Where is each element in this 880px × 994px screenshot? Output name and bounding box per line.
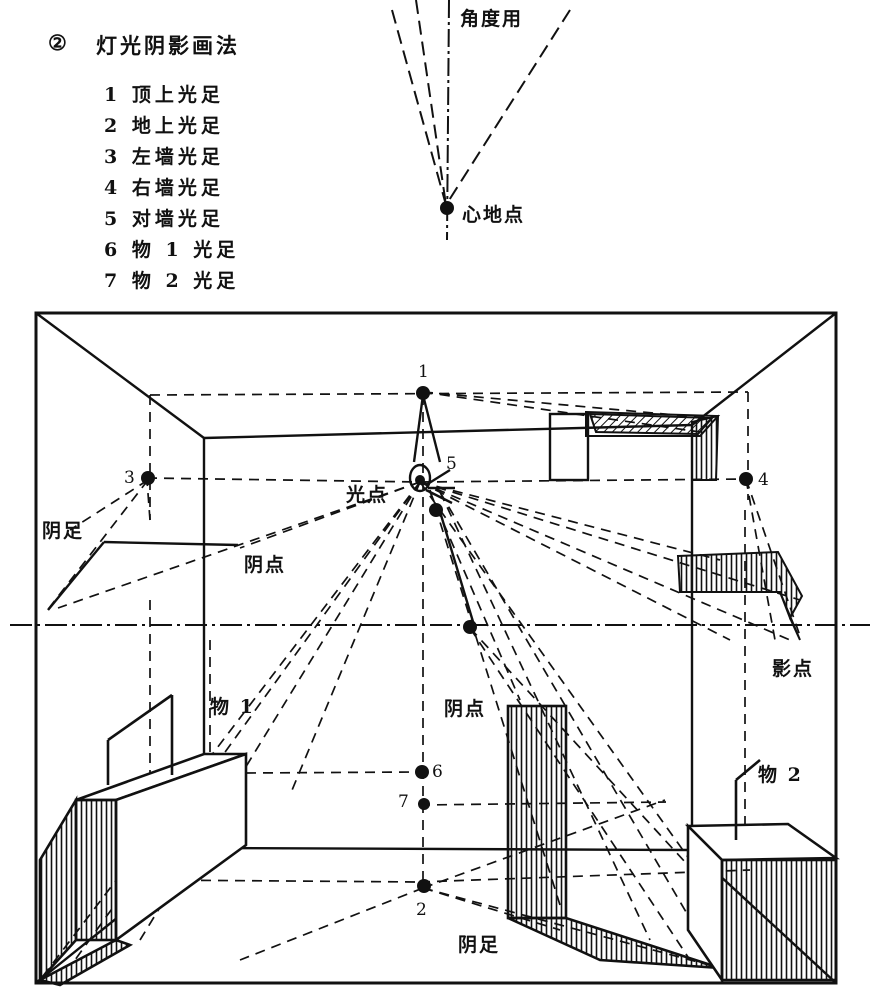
label-object-2: 物 2: [758, 764, 803, 786]
label-shadow-foot-left: 阴足: [42, 520, 85, 542]
label-light-point: 光点: [346, 484, 389, 506]
light-point-marker: [415, 475, 425, 485]
point-4-marker: [739, 472, 753, 486]
legend-item-6: 6 物 1 光足: [104, 239, 240, 261]
label-object-1: 物 1: [210, 696, 255, 718]
label-heart-ground-point: 心地点: [462, 204, 526, 226]
center-pillar: [506, 704, 721, 970]
label-shadow-foot-bottom: 阴足: [458, 934, 501, 956]
object-2-box: [684, 759, 840, 985]
diagram-title: 灯光阴影画法: [96, 33, 240, 58]
heart-ground-point-marker: [440, 201, 454, 215]
point-label-3: 3: [124, 468, 135, 488]
point-label-7: 7: [398, 792, 409, 812]
key-points: [141, 386, 753, 893]
legend: 1 顶上光足 2 地上光足 3 左墙光足 4 右墙光足 5 对墙光足 6 物 1…: [104, 80, 239, 297]
point-5-marker: [429, 503, 443, 517]
wall-cast-shadow: [676, 550, 804, 641]
legend-item-2: 2 地上光足: [104, 115, 224, 137]
label-angle-use: 角度用: [460, 8, 524, 30]
object-1-box: [36, 693, 248, 987]
point-label-1: 1: [418, 362, 429, 382]
point-label-2: 2: [416, 900, 427, 920]
legend-item-1: 1 顶上光足: [104, 84, 224, 106]
point-label-5: 5: [446, 454, 457, 474]
point-label-6: 6: [432, 762, 443, 782]
label-shadow-point-left: 阴点: [244, 554, 287, 576]
lamp-structure: [408, 394, 476, 626]
legend-item-4: 4 右墙光足: [104, 177, 224, 199]
legend-item-7: 7 物 2 光足: [104, 270, 240, 292]
point-label-4: 4: [758, 470, 769, 490]
point-1-marker: [416, 386, 430, 400]
point-7-marker: [418, 798, 430, 810]
left-shadow-shape: [47, 540, 239, 611]
point-2-marker: [417, 879, 431, 893]
top-projection-lines: [391, 0, 571, 241]
legend-item-3: 3 左墙光足: [104, 146, 224, 168]
label-shadow-image-point: 影点: [772, 658, 815, 680]
point-6-marker: [415, 765, 429, 779]
point-3-marker: [141, 471, 155, 485]
window-frame: [548, 412, 590, 482]
shelf-right: [585, 410, 721, 481]
legend-item-5: 5 对墙光足: [104, 208, 224, 230]
label-shadow-point-center: 阴点: [444, 698, 487, 720]
shadow-point-marker: [463, 620, 477, 634]
circle-number: ②: [48, 30, 70, 55]
